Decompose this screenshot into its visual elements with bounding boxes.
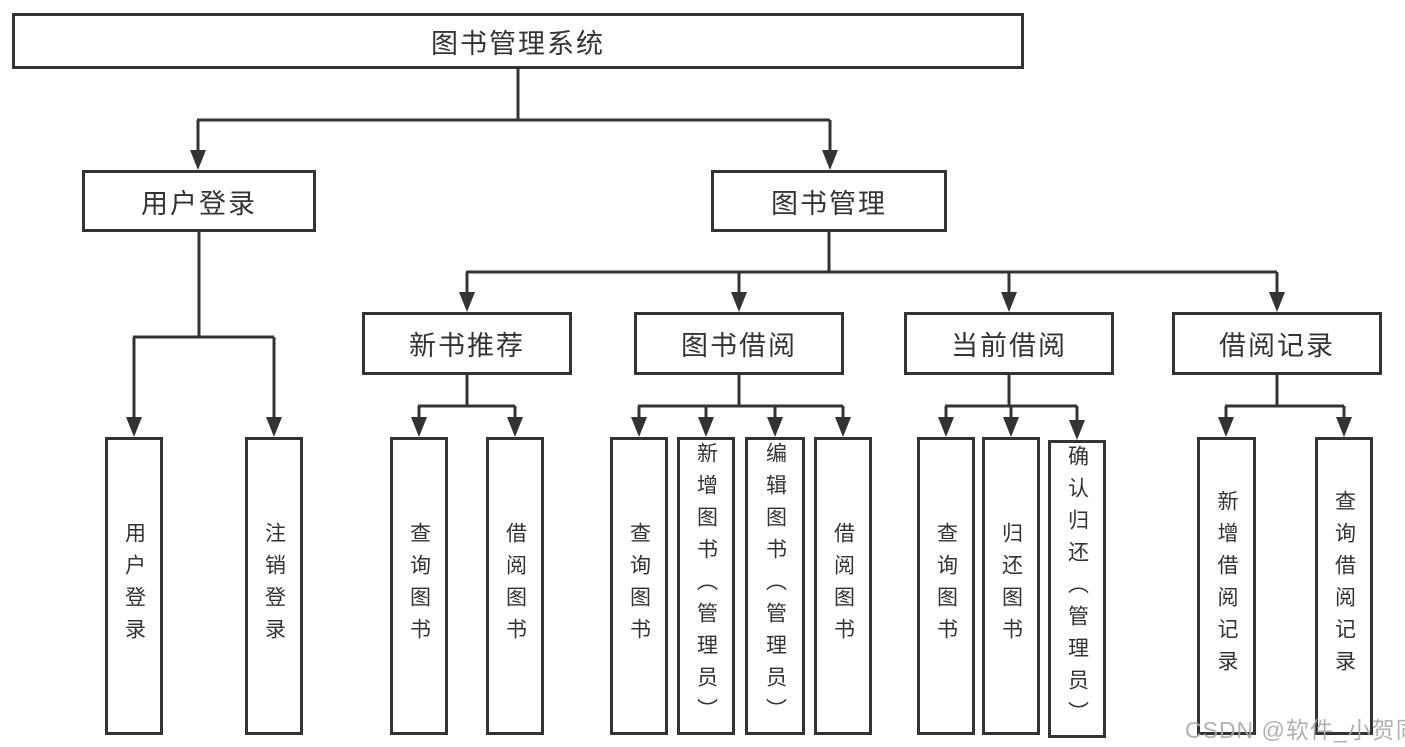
node-current-borrowing: 当前借阅 [904, 312, 1114, 375]
connector-borrowing-records [1218, 375, 1352, 437]
leaf-bb-borrow-books: 借阅图书 [814, 437, 872, 735]
leaf-logout: 注销登录 [245, 437, 303, 735]
leaf-nb-borrow-books: 借阅图书 [486, 437, 544, 735]
connector-root-branches [190, 69, 838, 170]
node-borrowing-records: 借阅记录 [1172, 312, 1382, 375]
leaf-bb-add-books-admin: 新增图书（管理员） [677, 437, 735, 735]
leaf-cb-confirm-return-admin: 确认归还（管理员） [1048, 440, 1106, 738]
leaf-nb-query-books: 查询图书 [390, 437, 448, 735]
node-root: 图书管理系统 [12, 13, 1024, 69]
node-book-management: 图书管理 [711, 170, 947, 232]
node-new-book-recommend: 新书推荐 [362, 312, 572, 375]
node-user-login: 用户登录 [82, 170, 316, 232]
leaf-cb-return-books: 归还图书 [982, 437, 1040, 735]
connector-user-login [126, 232, 282, 437]
watermark: CSDN @软件_小贺同学 [1185, 717, 1405, 743]
leaf-user-login: 用户登录 [105, 437, 163, 735]
leaf-bb-query-books: 查询图书 [610, 437, 668, 735]
leaf-bb-edit-books-admin: 编辑图书（管理员） [745, 437, 805, 735]
leaf-br-query-record: 查询借阅记录 [1315, 437, 1373, 735]
connector-book-borrowing [631, 375, 851, 437]
leaf-br-add-record: 新增借阅记录 [1197, 437, 1256, 735]
connector-new-book-recommend [411, 375, 523, 437]
connector-current-borrowing [938, 375, 1085, 440]
leaf-cb-query-books: 查询图书 [917, 437, 975, 735]
connector-book-management [459, 232, 1285, 312]
node-book-borrowing: 图书借阅 [634, 312, 844, 375]
